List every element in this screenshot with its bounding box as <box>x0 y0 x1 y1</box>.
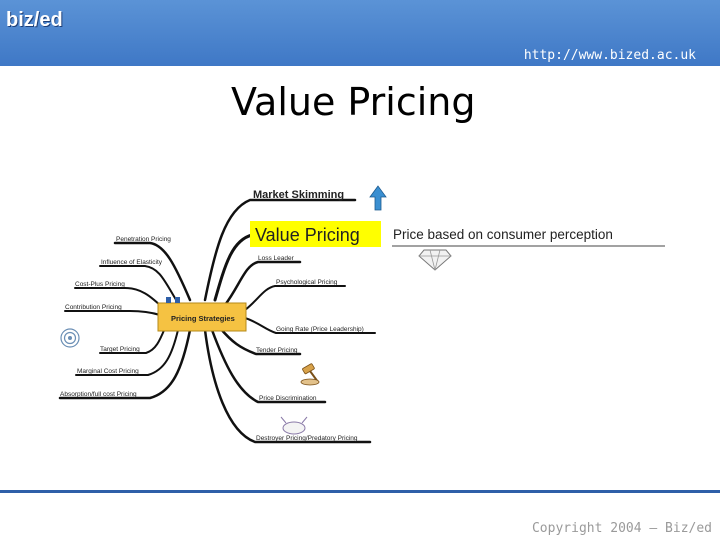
branch-target <box>99 327 166 354</box>
branch-psychological <box>244 285 346 311</box>
branch-elasticity <box>99 265 179 304</box>
branch-loss-leader <box>223 260 302 307</box>
diamond-icon <box>418 249 452 271</box>
label-market-skimming: Market Skimming <box>253 189 344 201</box>
branch-value-pricing <box>213 233 254 302</box>
site-url[interactable]: http://www.bized.ac.uk <box>523 48 696 63</box>
label-destroyer: Destroyer Pricing/Predatory Pricing <box>256 435 358 442</box>
branch-marginal <box>75 329 179 376</box>
branch-tender <box>218 326 302 356</box>
gavel-icon <box>300 363 320 386</box>
label-marginal: Marginal Cost Pricing <box>77 368 139 375</box>
label-cost-plus: Cost-Plus Pricing <box>75 281 125 288</box>
label-elasticity: Influence of Elasticity <box>101 259 163 266</box>
label-going-rate: Going Rate (Price Leadership) <box>276 326 364 333</box>
slide-title: Value Pricing <box>231 80 476 124</box>
label-penetration: Penetration Pricing <box>116 236 171 243</box>
branch-contribution <box>64 310 161 316</box>
branch-discrimination <box>210 328 327 404</box>
value-pricing-description: Price based on consumer perception <box>393 227 613 242</box>
value-pricing-highlight <box>250 221 381 247</box>
target-icon <box>60 328 80 348</box>
center-node-label: Pricing Strategies <box>171 314 235 323</box>
label-target: Target Pricing <box>100 346 140 353</box>
footer-divider <box>0 490 720 493</box>
branch-penetration <box>113 241 192 302</box>
value-pricing-label: Value Pricing <box>255 225 360 245</box>
branch-absorption <box>58 328 192 400</box>
label-tender: Tender Pricing <box>256 347 298 354</box>
logo-text: biz/ed <box>6 9 63 31</box>
center-node-marker <box>166 297 171 303</box>
upward-arrow-icon <box>369 185 387 211</box>
branch-going-rate <box>244 317 376 334</box>
label-contribution: Contribution Pricing <box>65 304 122 311</box>
predator-icon <box>280 416 308 435</box>
label-loss-leader: Loss Leader <box>258 255 295 262</box>
center-node <box>157 302 247 332</box>
copyright-text: Copyright 2004 – Biz/ed <box>531 521 712 536</box>
pricing-mind-map: Pricing Strategies Value Pricing Price b… <box>58 185 665 444</box>
label-psychological: Psychological Pricing <box>276 279 338 286</box>
label-absorption: Absorption/full cost Pricing <box>60 391 137 398</box>
bized-logo[interactable]: biz/ed <box>4 6 76 40</box>
branch-destroyer <box>203 328 372 444</box>
center-node-marker <box>175 297 180 303</box>
branch-market-skimming <box>203 198 357 302</box>
header-bar: biz/ed http://www.bized.ac.uk <box>0 0 720 66</box>
label-discrimination: Price Discrimination <box>259 395 317 402</box>
